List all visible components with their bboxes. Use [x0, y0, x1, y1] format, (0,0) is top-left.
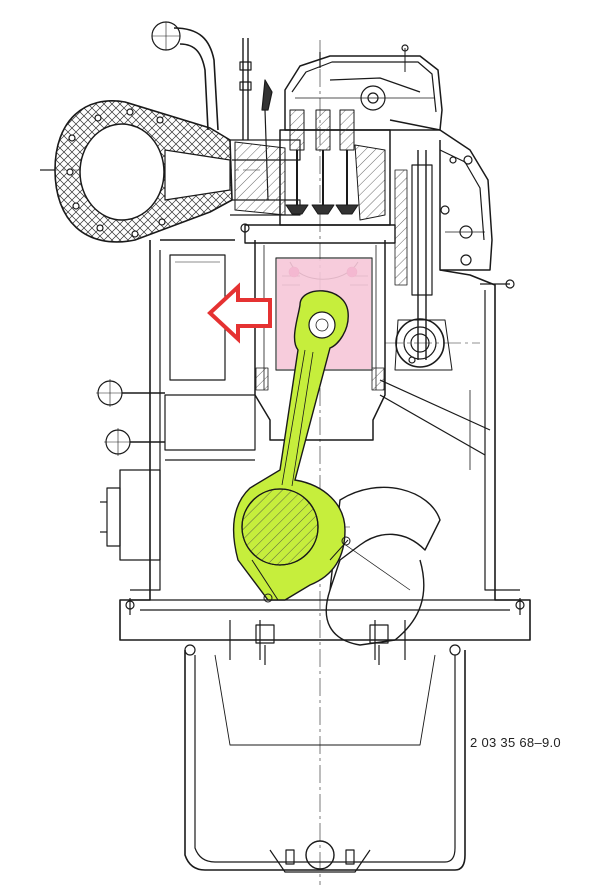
camshaft	[394, 318, 453, 371]
lifting-pipe	[151, 21, 219, 131]
camshaft-housing	[389, 119, 515, 360]
cylinder-head	[234, 109, 391, 226]
highlight-arrow-icon	[207, 282, 272, 344]
cylinder-liner	[244, 224, 396, 441]
oil-sump	[184, 644, 466, 873]
connecting-rod	[232, 290, 351, 603]
rocker-cover	[284, 44, 443, 131]
drawing-reference-number: 2 03 35 68–9.0	[470, 735, 561, 750]
side-fittings	[96, 156, 525, 610]
